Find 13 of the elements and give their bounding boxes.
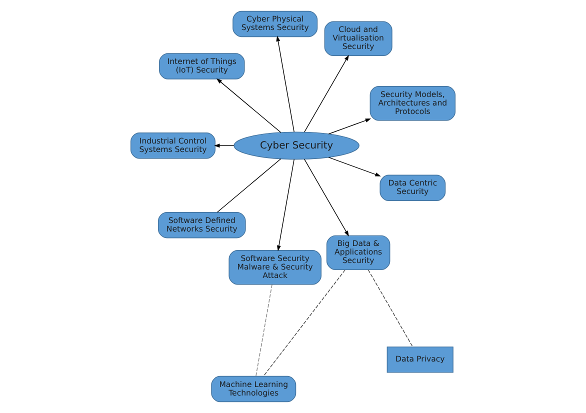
arrow (214, 144, 234, 148)
connector (263, 270, 346, 377)
connector (256, 284, 272, 376)
arrow (216, 78, 282, 133)
arrow (304, 158, 349, 236)
arrow (328, 156, 381, 176)
arrow (276, 36, 294, 132)
node-ellipse: Cyber Security (234, 132, 360, 160)
arrow (276, 159, 294, 252)
connector (368, 270, 414, 348)
arrow (304, 54, 349, 132)
connector (216, 158, 282, 213)
arrow (328, 118, 372, 134)
